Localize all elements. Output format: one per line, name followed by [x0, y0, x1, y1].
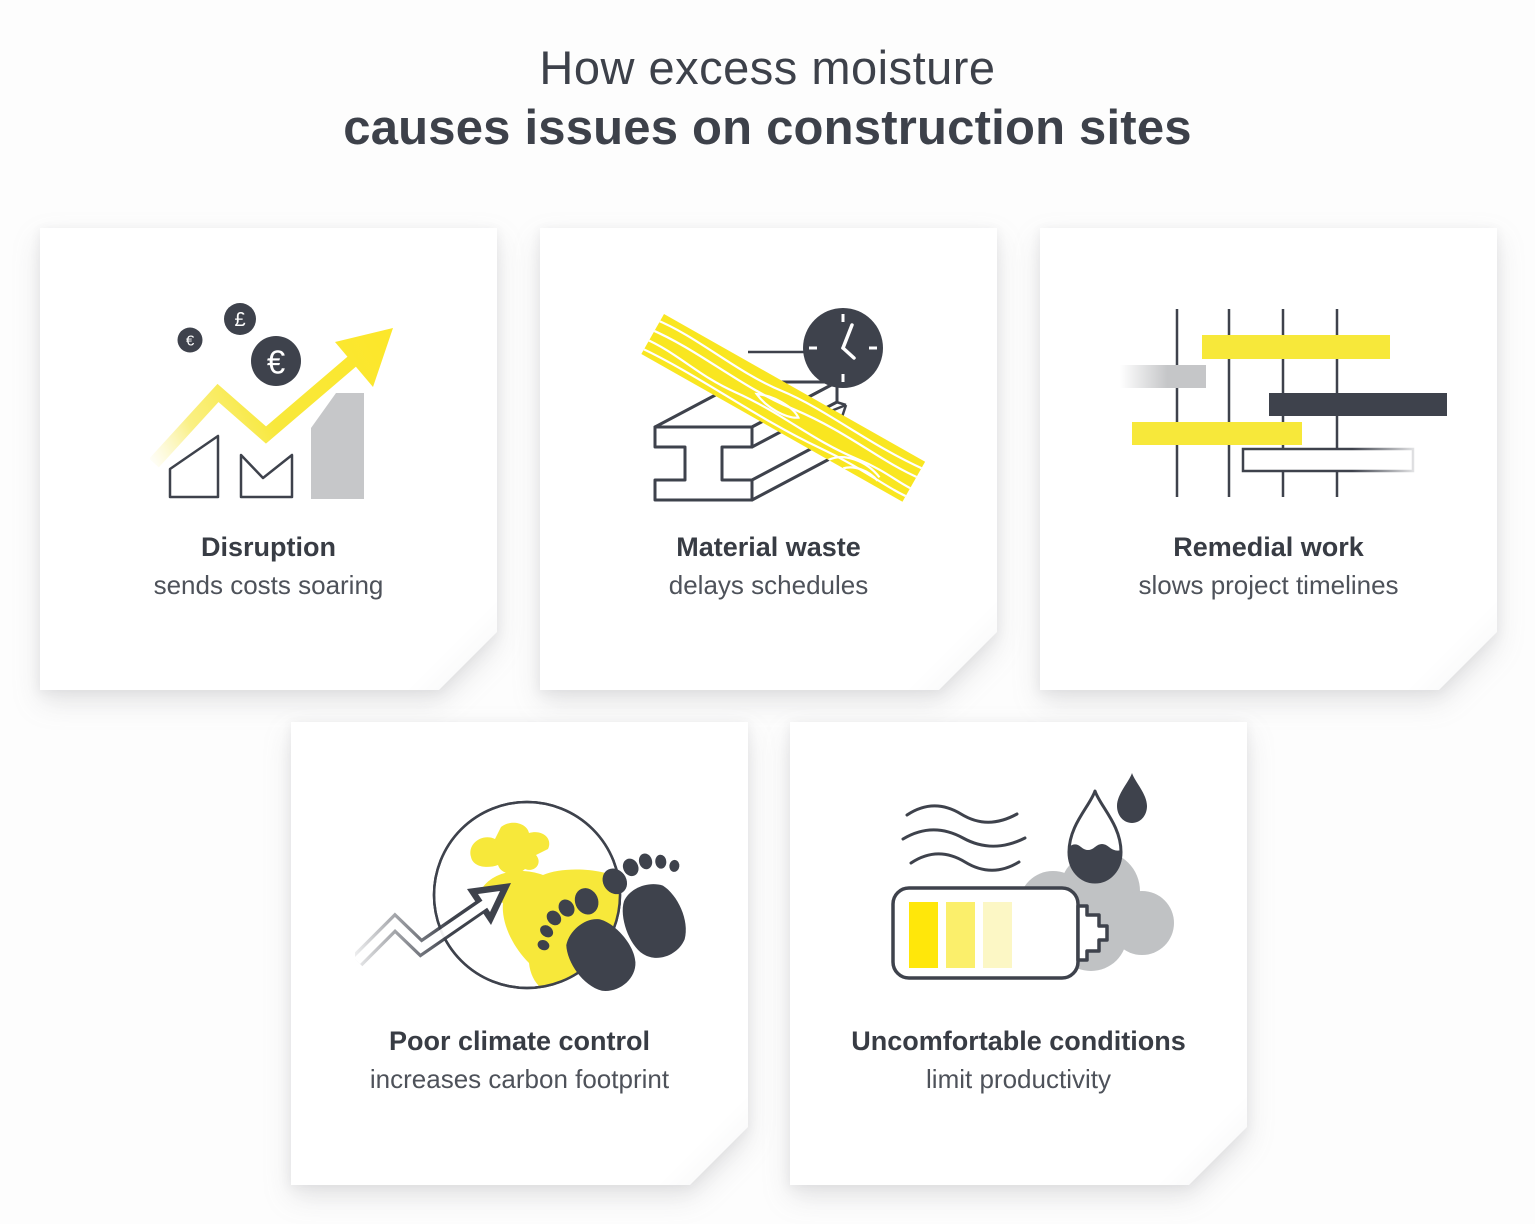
- gantt-bar-yellow-1: [1202, 335, 1390, 359]
- card-title: Uncomfortable conditions: [851, 1026, 1186, 1056]
- card-uncomfortable-conditions: Uncomfortable conditions limit productiv…: [790, 722, 1247, 1185]
- gray-bar-building-shape: [311, 393, 364, 499]
- card-title: Material waste: [676, 532, 861, 562]
- rising-costs-arrow-chart-icon: € £ €: [150, 285, 450, 515]
- svg-text:€: €: [186, 333, 195, 350]
- card-disruption-body: € £ € Disruption sends costs soaring: [40, 228, 497, 690]
- gantt-bar-yellow-2: [1132, 422, 1302, 445]
- page-title: How excess moisture causes issues on con…: [0, 38, 1535, 158]
- outlined-building-shape: [170, 436, 218, 497]
- card-subtitle: sends costs soaring: [153, 570, 384, 600]
- card-subtitle: delays schedules: [668, 570, 869, 600]
- wood-plank-icon: [637, 312, 929, 505]
- battery-bar-1: [909, 902, 938, 968]
- globe-carbon-footprint-icon: [355, 795, 705, 1000]
- card-material-waste-body: Material waste delays schedules: [540, 228, 997, 690]
- page-title-line1: How excess moisture: [539, 41, 996, 94]
- card-title: Poor climate control: [388, 1026, 651, 1056]
- card-poor-climate-control-body: Poor climate control increases carbon fo…: [291, 722, 748, 1185]
- card-poor-climate-control: Poor climate control increases carbon fo…: [291, 722, 748, 1185]
- outlined-rising-arrow: [357, 883, 511, 961]
- card-title: Disruption: [201, 532, 336, 562]
- humid-air-wave-lines: [903, 806, 1025, 870]
- gantt-bar-dark: [1269, 393, 1447, 416]
- battery-bar-3: [983, 902, 1012, 968]
- water-drop-small-icon: [1117, 773, 1147, 823]
- card-subtitle: increases carbon footprint: [369, 1064, 670, 1094]
- euro-coin-small-icon: €: [178, 328, 203, 353]
- card-uncomfortable-conditions-body: Uncomfortable conditions limit productiv…: [790, 722, 1247, 1185]
- battery-bar-2: [946, 902, 975, 968]
- euro-coin-large-icon: €: [251, 336, 301, 386]
- card-material-waste: Material waste delays schedules: [540, 228, 997, 690]
- water-drop-large-icon: [1067, 791, 1123, 885]
- card-disruption: € £ € Disruption sends costs soaring: [40, 228, 497, 690]
- gantt-bar-outlined: [1243, 449, 1413, 471]
- card-subtitle: limit productivity: [926, 1064, 1111, 1094]
- outlined-building-notch-shape: [241, 455, 292, 497]
- pound-coin-icon: £: [224, 303, 256, 335]
- page-title-line2: causes issues on construction sites: [343, 101, 1192, 155]
- yellow-rising-arrow: [154, 328, 393, 463]
- low-battery-humid-air-icon: [885, 765, 1185, 990]
- battery-terminal: [1078, 906, 1107, 960]
- svg-text:€: €: [267, 344, 285, 381]
- card-subtitle: slows project timelines: [1138, 570, 1399, 600]
- gantt-bar-gray: [1120, 365, 1206, 388]
- card-remedial-work-body: Remedial work slows project timelines: [1040, 228, 1497, 690]
- card-title: Remedial work: [1173, 532, 1364, 562]
- svg-text:£: £: [234, 309, 245, 331]
- card-remedial-work: Remedial work slows project timelines: [1040, 228, 1497, 690]
- clock-icon: [803, 308, 883, 388]
- gantt-schedule-icon: [1120, 305, 1450, 505]
- wet-timber-beam-clock-icon: [630, 300, 930, 515]
- battery-icon: [893, 888, 1107, 978]
